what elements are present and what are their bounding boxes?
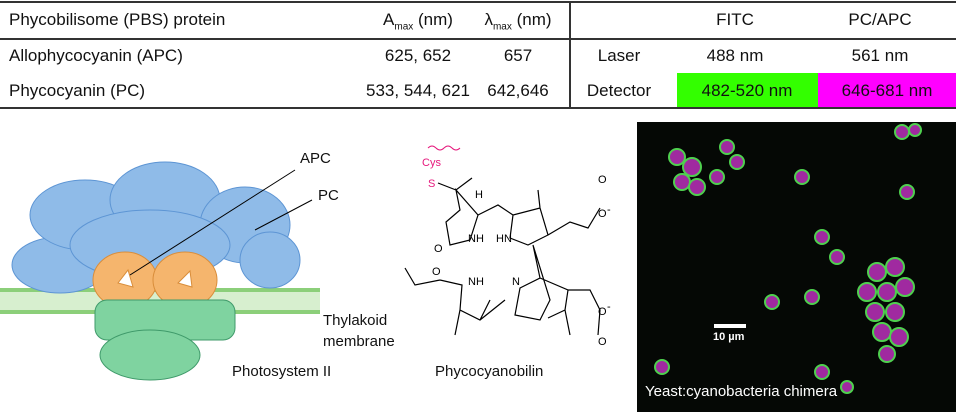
table-bottom-rule xyxy=(0,107,956,109)
n-label: N xyxy=(512,276,520,288)
phycocyanobilin-structure: Cys S NH HN NH N H O O O O - O - O xyxy=(404,145,611,348)
row-detector-pcapc: 646-681 nm xyxy=(841,81,933,100)
o-label: O xyxy=(434,243,443,255)
label-pc: PC xyxy=(318,187,339,204)
nh-label-2: NH xyxy=(468,276,484,288)
o-label-5: O xyxy=(598,306,607,318)
header-lmax: λmax (nm) xyxy=(484,10,552,33)
row-laser-label: Laser xyxy=(597,46,641,65)
scale-bar-label: 10 µm xyxy=(713,331,745,343)
header-amax: Amax (nm) xyxy=(383,10,453,33)
fitc-detector-cell xyxy=(677,73,818,107)
row-laser-fitc: 488 nm xyxy=(706,46,764,65)
charge-label-2: - xyxy=(607,301,611,313)
table-header-rule xyxy=(0,38,956,40)
label-thylakoid: Thylakoid xyxy=(323,312,388,329)
h-label: H xyxy=(475,189,483,201)
label-phycocyanobilin: Phycocyanobilin xyxy=(435,363,544,380)
o-label-6: O xyxy=(598,336,607,348)
label-photosystem-ii: Photosystem II xyxy=(232,363,332,380)
row-pc-lmax: 642,646 xyxy=(487,81,549,100)
micrograph: 10 µm Yeast:cyanobacteria chimera xyxy=(637,122,956,412)
label-apc: APC xyxy=(300,150,331,167)
cys-label: Cys xyxy=(422,157,441,169)
row-apc-protein: Allophycocyanin (APC) xyxy=(9,46,183,65)
scale-bar xyxy=(714,324,746,328)
o-label-2: O xyxy=(432,266,441,278)
yeast-cells xyxy=(654,123,922,394)
o-label-4: O xyxy=(598,208,607,220)
table-top-rule xyxy=(0,1,956,3)
row-detector-label: Detector xyxy=(586,81,652,100)
o-label-3: O xyxy=(598,174,607,186)
header-pcapc: PC/APC xyxy=(848,10,912,29)
photosystem-ii xyxy=(94,299,236,381)
phycobilisome-illustration xyxy=(0,161,320,381)
hn-label: HN xyxy=(496,233,512,245)
micrograph-caption: Yeast:cyanobacteria chimera xyxy=(645,383,838,400)
apc-pointer xyxy=(129,169,296,276)
row-pc-amax: 533, 544, 621 xyxy=(366,81,470,100)
row-apc-lmax: 657 xyxy=(503,46,533,65)
s-label: S xyxy=(428,178,435,190)
header-fitc: FITC xyxy=(716,10,754,29)
pc-pointer xyxy=(254,199,313,231)
nh-label: NH xyxy=(468,233,484,245)
pcapc-detector-cell xyxy=(818,73,956,107)
apc-core xyxy=(92,251,218,309)
table-divider xyxy=(569,1,571,108)
charge-label: - xyxy=(607,204,611,216)
row-detector-fitc: 482-520 nm xyxy=(701,81,793,100)
row-laser-pcapc: 561 nm xyxy=(851,46,909,65)
label-membrane: membrane xyxy=(323,333,395,350)
row-pc-protein: Phycocyanin (PC) xyxy=(9,81,146,100)
header-protein: Phycobilisome (PBS) protein xyxy=(9,10,226,29)
wavy-bond-icon xyxy=(427,145,461,151)
row-apc-amax: 625, 652 xyxy=(384,46,452,65)
